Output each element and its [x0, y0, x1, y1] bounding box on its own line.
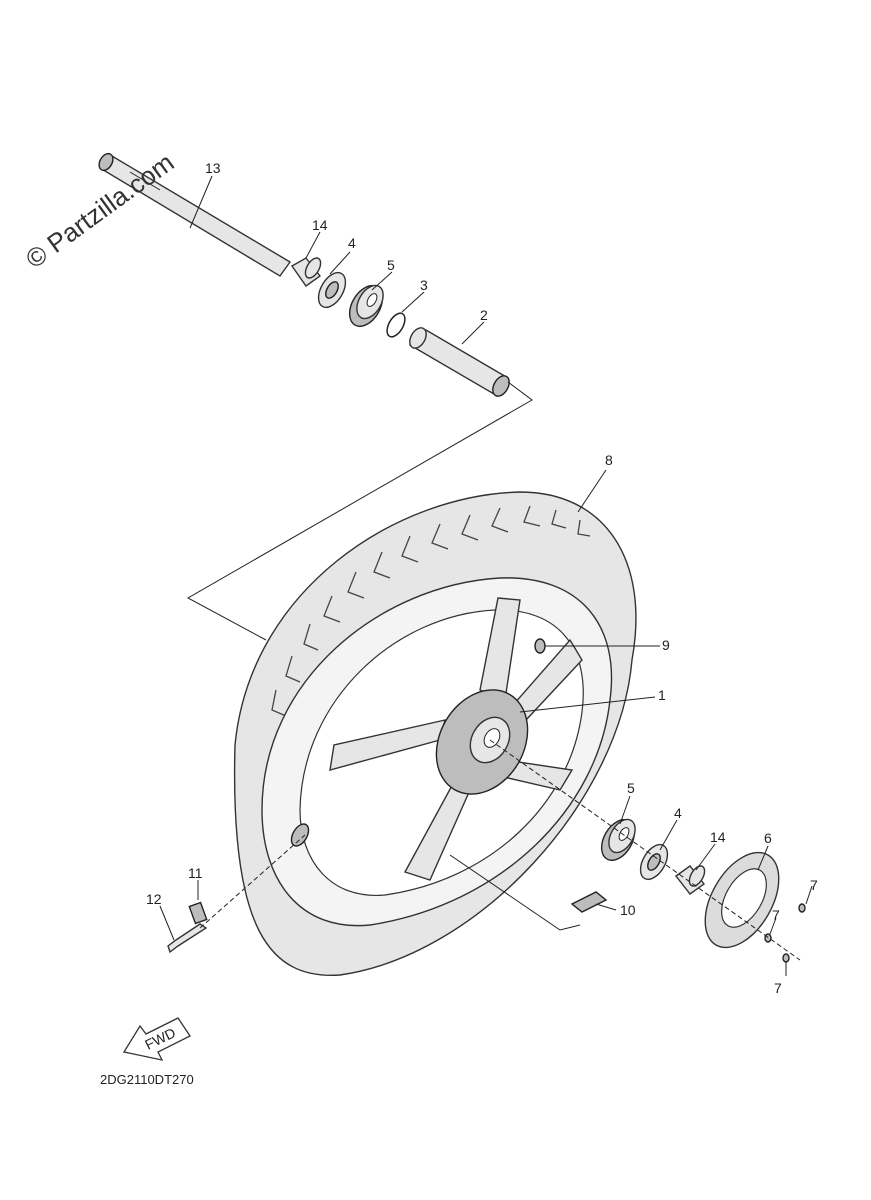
- callout-1: 1: [658, 687, 666, 703]
- callout-14-upper: 14: [312, 217, 328, 233]
- callout-12: 12: [146, 891, 162, 907]
- tire-valve[interactable]: [188, 901, 208, 925]
- balance-weight[interactable]: [534, 638, 546, 654]
- collar-lower[interactable]: [674, 863, 708, 895]
- bearing-upper[interactable]: [343, 280, 389, 332]
- wheel-rim[interactable]: [261, 577, 613, 927]
- wheel-spacer[interactable]: [406, 325, 512, 399]
- callout-14-lower: 14: [710, 829, 726, 845]
- bearing-lower[interactable]: [595, 814, 641, 866]
- valve-centerline: [199, 834, 306, 929]
- callout-3: 3: [420, 277, 428, 293]
- valve-pin[interactable]: [167, 923, 208, 954]
- diagram-code: 2DG2110DT270: [100, 1072, 194, 1087]
- callout-4-upper: 4: [348, 235, 356, 251]
- speed-sensor-rotor[interactable]: [570, 891, 608, 913]
- oil-seal-upper[interactable]: [313, 268, 351, 312]
- leader-lines: [159, 175, 813, 976]
- callout-13: 13: [205, 160, 221, 176]
- axle-centerline: [489, 739, 801, 961]
- brake-disc[interactable]: [690, 840, 794, 960]
- callout-4-lower: 4: [674, 805, 682, 821]
- disc-bolts[interactable]: [764, 903, 806, 963]
- tread-pattern: [271, 505, 591, 717]
- callout-11: 11: [188, 865, 203, 881]
- callout-9: 9: [662, 637, 670, 653]
- circlip[interactable]: [383, 310, 408, 340]
- callout-8: 8: [605, 452, 613, 468]
- callout-labels: 13 14 4 5 3 2 8 9 1 5 4 14 6 7 7 7 10 11…: [146, 160, 818, 996]
- callout-10: 10: [620, 902, 636, 918]
- callout-6: 6: [764, 830, 772, 846]
- callout-7-b: 7: [772, 907, 780, 923]
- callout-7-c: 7: [774, 980, 782, 996]
- callout-2: 2: [480, 307, 488, 323]
- callout-7-a: 7: [810, 877, 818, 893]
- callout-5-lower: 5: [627, 780, 635, 796]
- oil-seal-lower[interactable]: [635, 840, 673, 884]
- forward-direction-arrow: FWD: [122, 1017, 191, 1061]
- front-axle[interactable]: [96, 151, 292, 277]
- callout-5-upper: 5: [387, 257, 395, 273]
- collar-upper[interactable]: [290, 255, 324, 287]
